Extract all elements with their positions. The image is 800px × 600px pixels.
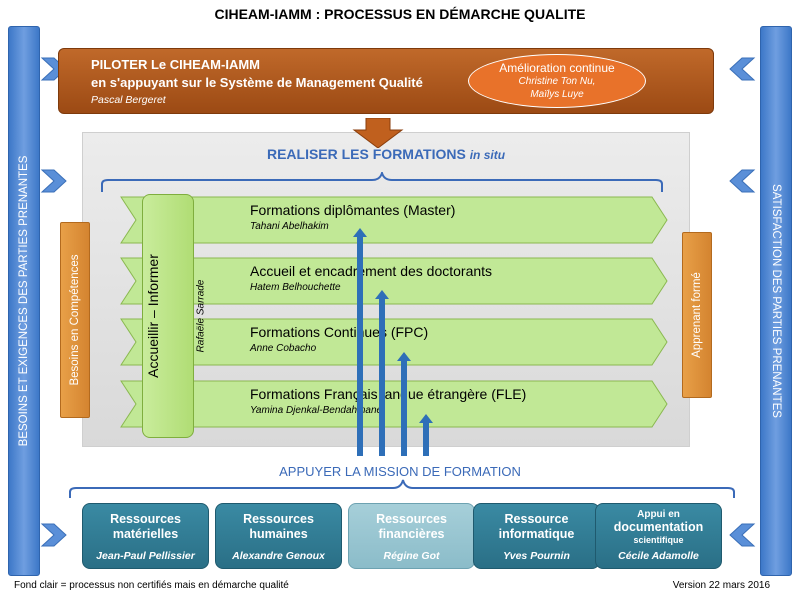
up-arrow-icon: [375, 290, 389, 456]
up-arrow-icon: [397, 352, 411, 456]
resource-owner: Yves Pournin: [503, 550, 570, 562]
formation-owner: Hatem Belhouchette: [250, 282, 341, 293]
realise-heading: REALISER LES FORMATIONS in situ: [82, 146, 690, 162]
up-arrow-icon: [419, 414, 433, 456]
formation-owner: Yamina Djenkal-Bendahmane: [250, 405, 383, 416]
welcome-inform-box: Accueillir – Informer Rafaële Sarrade: [142, 194, 206, 438]
down-arrow-icon: [352, 118, 404, 148]
chevron-right-icon: [40, 169, 67, 193]
resource-box-documentation: Appui en documentation scientifique Céci…: [595, 503, 722, 569]
pilot-title: PILOTER Le CIHEAM-IAMM: [91, 57, 260, 72]
competence-needs-label: Besoins en Compétences: [69, 254, 81, 386]
welcome-inform-owner: Rafaële Sarrade: [195, 279, 207, 353]
legend-note: Fond clair = processus non certifiés mai…: [14, 580, 289, 591]
resource-owner: Régine Got: [383, 550, 440, 562]
continuous-improvement-ellipse: Amélioration continue Christine Ton Nu, …: [468, 54, 646, 108]
improvement-title: Amélioration continue: [499, 61, 615, 75]
page-title: CIHEAM-IAMM : PROCESSUS EN DÉMARCHE QUAL…: [214, 6, 586, 22]
resource-title: Ressources: [110, 512, 181, 526]
welcome-inform-label: Accueillir – Informer: [145, 254, 162, 378]
chevron-right-icon: [40, 523, 67, 547]
support-heading: APPUYER LA MISSION DE FORMATION: [279, 464, 521, 479]
formation-label: Formations Français langue étrangère (FL…: [250, 386, 527, 402]
resource-title: Ressources: [376, 512, 447, 526]
chevron-left-icon: [729, 169, 756, 193]
bracket-top: [101, 172, 663, 192]
trained-learner-box: Apprenant formé: [682, 232, 712, 398]
resource-subtitle: humaines: [249, 527, 308, 541]
left-stakeholder-needs-column: BESOINS ET EXIGENCES DES PARTIES PRENANT…: [8, 26, 40, 576]
formation-bar-doctorate: Accueil et encadrement des doctorants Ha…: [120, 257, 668, 305]
left-column-label: BESOINS ET EXIGENCES DES PARTIES PRENANT…: [18, 155, 30, 447]
realise-label: REALISER LES FORMATIONS: [266, 146, 466, 162]
chevron-left-icon: [729, 57, 756, 81]
trained-learner-label: Apprenant formé: [691, 272, 703, 358]
formation-owner: Anne Cobacho: [250, 343, 317, 354]
chevron-left-icon: [729, 523, 756, 547]
formation-label: Formations Continues (FPC): [250, 324, 429, 340]
resource-subtitle: documentation: [613, 520, 704, 534]
competence-needs-box: Besoins en Compétences: [60, 222, 90, 418]
resource-subtitle: matérielles: [112, 527, 179, 541]
resource-owner: Jean-Paul Pellissier: [96, 550, 195, 562]
resource-owner: Alexandre Genoux: [232, 550, 325, 562]
resource-title: Ressources: [243, 512, 314, 526]
formation-label: Accueil et encadrement des doctorants: [250, 263, 493, 279]
pilot-subtitle: en s'appuyant sur le Système de Manageme…: [91, 75, 423, 90]
version-label: Version 22 mars 2016: [672, 580, 770, 591]
formation-label: Formations diplômantes (Master): [250, 202, 456, 218]
right-column-label: SATISFACTION DES PARTIES PRENANTES: [770, 184, 782, 418]
resource-owner: Cécile Adamolle: [618, 550, 699, 562]
pilot-owner: Pascal Bergeret: [91, 94, 166, 106]
formation-bar-master: Formations diplômantes (Master) Tahani A…: [120, 196, 668, 244]
resource-title: Appui en: [637, 509, 680, 520]
improvement-owner-2: Maïlys Luye: [530, 89, 584, 100]
improvement-owner-1: Christine Ton Nu,: [518, 76, 596, 87]
formation-owner: Tahani Abelhakim: [250, 221, 329, 232]
up-arrow-icon: [353, 228, 367, 456]
resource-subtitle-2: scientifique: [633, 535, 684, 545]
bracket-bottom: [69, 479, 735, 498]
resource-subtitle: financières: [378, 527, 445, 541]
right-stakeholder-satisfaction-column: SATISFACTION DES PARTIES PRENANTES: [760, 26, 792, 576]
resource-subtitle: informatique: [498, 527, 575, 541]
resource-title: Ressource: [504, 512, 569, 526]
formation-bar-fle: Formations Français langue étrangère (FL…: [120, 380, 668, 428]
realise-suffix: in situ: [469, 148, 506, 162]
